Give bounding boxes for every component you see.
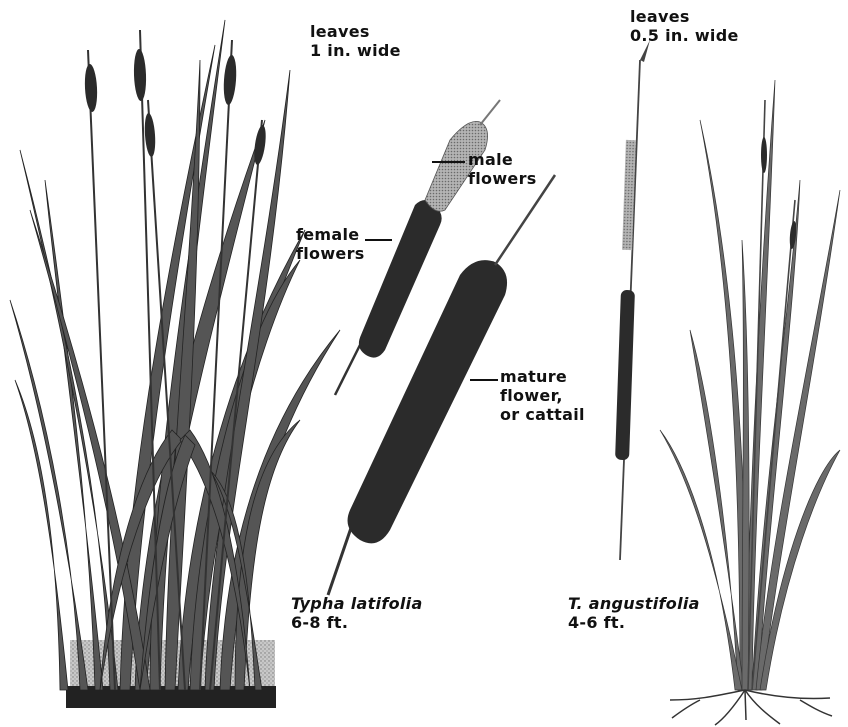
male-flowers-line2: flowers — [468, 169, 537, 188]
angustifolia-species-label: T. angustifolia 4-6 ft. — [568, 594, 700, 632]
latifolia-species-height: 6-8 ft. — [291, 613, 423, 632]
female-flower-spike — [359, 200, 442, 358]
mature-flower-line3: or cattail — [500, 405, 585, 424]
angustifolia-leaves-line2: 0.5 in. wide — [630, 26, 739, 45]
latifolia-spikes — [84, 49, 268, 166]
latifolia-leaves-label: leaves 1 in. wide — [310, 22, 401, 60]
angustifolia-roots — [670, 690, 832, 725]
female-flowers-line2: flowers — [296, 244, 365, 263]
latifolia-leaves-line1: leaves — [310, 22, 401, 41]
angustifolia-female-spike — [615, 290, 635, 460]
angustifolia-leaves-label: leaves 0.5 in. wide — [630, 7, 739, 45]
mature-flower-line2: flower, — [500, 386, 585, 405]
mature-flower-line1: mature — [500, 367, 585, 386]
angustifolia-spike-detail — [615, 40, 650, 560]
mature-flower-label: mature flower, or cattail — [500, 367, 585, 424]
angustifolia-species-name: T. angustifolia — [568, 594, 700, 613]
female-flowers-label: female flowers — [296, 225, 365, 263]
angustifolia-species-height: 4-6 ft. — [568, 613, 700, 632]
latifolia-species-label: Typha latifolia 6-8 ft. — [291, 594, 423, 632]
female-flowers-line1: female — [296, 225, 365, 244]
latifolia-leaves-line2: 1 in. wide — [310, 41, 401, 60]
male-flowers-label: male flowers — [468, 150, 537, 188]
male-flowers-line1: male — [468, 150, 537, 169]
mature-cattail — [348, 260, 508, 543]
latifolia-species-name: Typha latifolia — [291, 594, 423, 613]
angustifolia-leaves-line1: leaves — [630, 7, 739, 26]
latifolia-leaves — [10, 20, 340, 690]
